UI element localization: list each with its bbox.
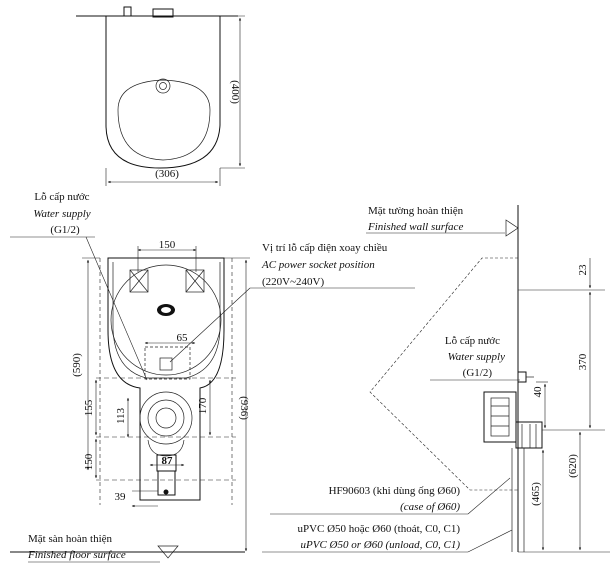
top-view-drain (155, 78, 171, 94)
front-dim-87: 87 (162, 455, 174, 467)
top-view: (400) (306) (76, 6, 245, 186)
front-water-supply-leader (85, 236, 148, 381)
front-right-bracket (185, 269, 205, 293)
floor-label-en: Finished floor surface (27, 549, 126, 561)
side-water-supply-en: Water supply (448, 351, 505, 363)
side-dim-23: 23 (577, 264, 589, 276)
side-upvc-label-en: uPVC Ø50 or Ø60 (unload, C0, C1) (301, 539, 461, 551)
side-water-supply-stub (517, 371, 527, 383)
front-power-label-en: AC power socket position (261, 259, 375, 271)
side-hf-label-en: (case of Ø60) (400, 501, 460, 513)
side-water-supply-vi: Lỗ cấp nước (445, 335, 500, 347)
side-dim-465: (465) (530, 482, 542, 506)
wall-label-vi: Mặt tường hoàn thiện (368, 205, 464, 217)
front-left-bracket (129, 269, 149, 293)
top-view-valve (123, 6, 132, 17)
front-view-body-outline (107, 257, 225, 501)
side-urinal-profile (369, 257, 518, 491)
top-view-width-dim: (306) (155, 168, 179, 180)
side-dim-620: (620) (567, 454, 579, 478)
side-valve-body (483, 391, 517, 443)
front-dim-170: 170 (197, 397, 209, 414)
wall-symbol (505, 219, 519, 237)
front-view-bowl (112, 262, 221, 379)
front-dim-65: 65 (177, 332, 189, 344)
front-dim-590: (590) (71, 353, 83, 377)
front-water-supply-label-en: Water supply (33, 208, 90, 220)
front-water-supply-label-vi: Lỗ cấp nước (34, 191, 89, 203)
front-view-rim-circle (110, 264, 222, 376)
side-hf-label-vi: HF90603 (khi dùng ống Ø60) (329, 485, 461, 497)
side-upvc-label-vi: uPVC Ø50 hoặc Ø60 (thoát, C0, C1) (297, 523, 460, 535)
front-dim-155: 155 (83, 399, 95, 416)
side-water-supply-size: (G1/2) (463, 367, 493, 379)
front-dim-39: 39 (115, 491, 127, 503)
top-view-bowl (117, 79, 211, 161)
front-dim-150-top: 150 (159, 239, 176, 251)
top-view-sensor (152, 8, 174, 18)
front-power-socket-box (144, 346, 191, 380)
front-water-supply-size: (G1/2) (50, 224, 80, 236)
top-view-body-outline (105, 16, 221, 169)
front-power-voltage: (220V~240V) (262, 276, 325, 288)
side-upvc-leader (467, 529, 513, 553)
front-trap-inner (155, 407, 177, 429)
side-view: Mặt tường hoàn thiện Finished wall surfa… (262, 205, 610, 553)
front-view: Lỗ cấp nước Water supply (G1/2) 150 (10, 191, 415, 563)
floor-label-vi: Mặt sàn hoàn thiện (28, 533, 113, 545)
front-power-socket (159, 357, 173, 371)
side-dim-370: 370 (577, 353, 589, 370)
side-drain-fitting (515, 421, 543, 449)
wall-label-en: Finished wall surface (367, 221, 463, 233)
front-power-label-vi: Vị trí lỗ cấp điện xoay chiều (262, 242, 388, 254)
front-dim-150-bottom: 150 (83, 453, 95, 470)
front-power-leader (169, 287, 251, 363)
side-dim-40: 40 (532, 386, 544, 398)
top-view-height-dim: (400) (229, 80, 241, 104)
floor-symbol (157, 545, 179, 559)
side-hf-leader (467, 477, 511, 515)
front-dim-936: (936) (238, 396, 250, 420)
front-dim-113: 113 (115, 407, 127, 424)
front-trap-outer (139, 391, 193, 445)
